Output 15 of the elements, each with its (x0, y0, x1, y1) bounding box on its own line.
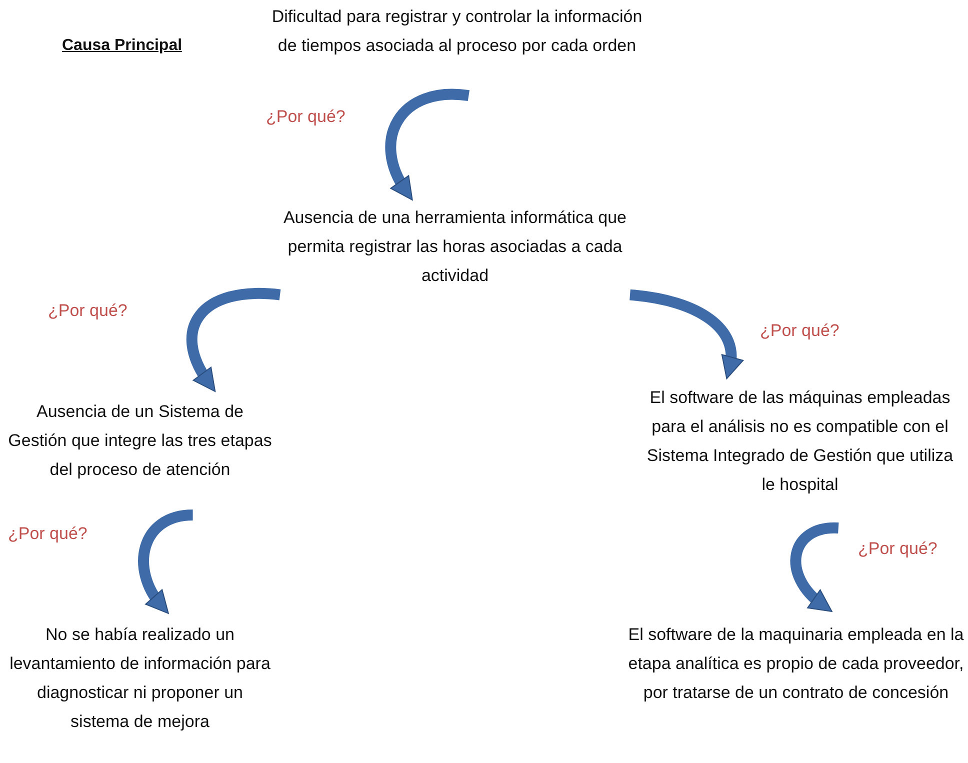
edge-label: ¿Por qué? (858, 538, 938, 560)
node-text: El software de las máquinas empleadas para el análisis no es compatible con el Sistema Integrado de Gestión que utiliza le hospital (646, 387, 954, 496)
edge-label: ¿Por qué? (48, 300, 128, 322)
curved-arrow (629, 289, 743, 380)
edge-label: ¿Por qué? (760, 320, 840, 342)
node-text: Ausencia de una herramienta informática que permita registrar las horas asociadas a cada actividad (282, 207, 628, 287)
curved-arrow (186, 288, 280, 392)
heading-label: Causa Principal (62, 36, 182, 56)
edge-label: ¿Por qué? (8, 523, 88, 545)
node-text: No se había realizado un levantamiento de información para diagnosticar ni proponer un sistema de mejora (8, 624, 272, 733)
node-text: El software de la maquinaria empleada en la etapa analítica es propio de cada proveedor, por tratarse de un contrato de concesión (628, 624, 964, 704)
edge-label: ¿Por qué? (266, 106, 346, 128)
node-text: Dificultad para registrar y controlar la información de tiempos asociada al proceso por cada orden (270, 6, 644, 57)
node-text: Ausencia de un Sistema de Gestión que integre las tres etapas del proceso de atención (8, 401, 272, 481)
curved-arrow (385, 88, 470, 201)
